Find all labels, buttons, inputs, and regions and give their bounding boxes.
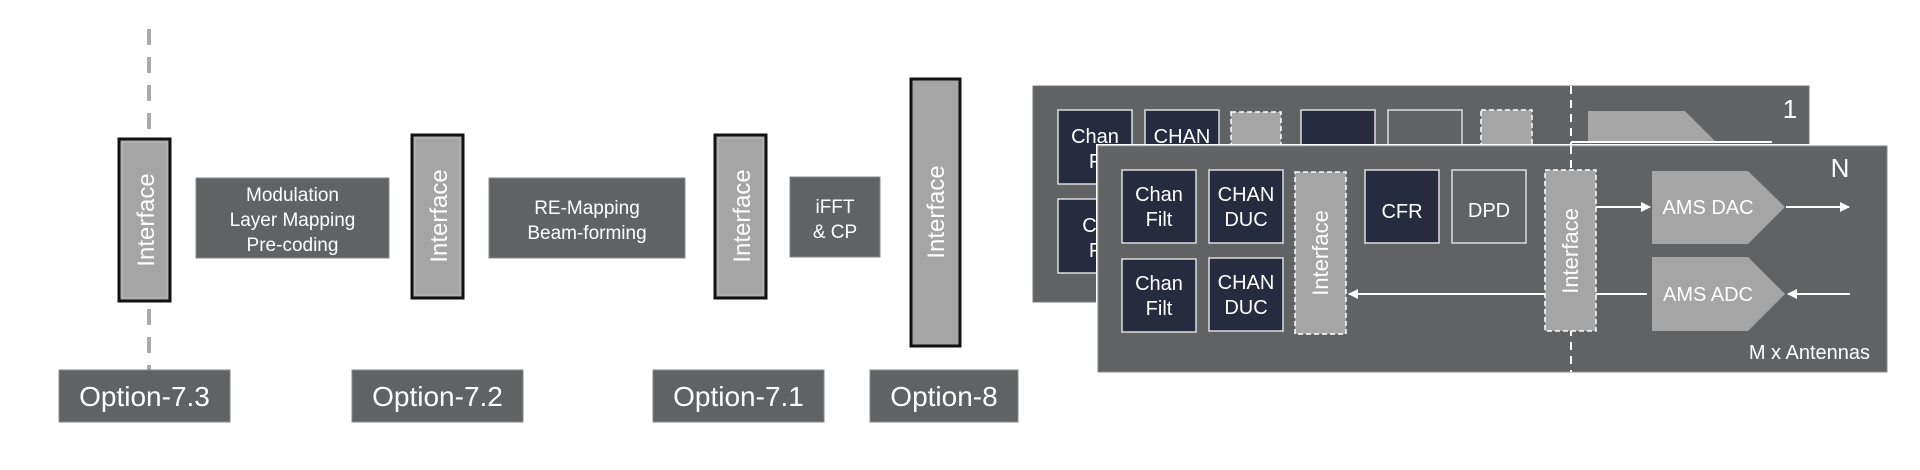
interface-label: Interface xyxy=(426,169,453,262)
interface-label: Interface xyxy=(133,173,160,266)
interface-block-8: Interface xyxy=(909,77,962,348)
option-label-text: Option-7.3 xyxy=(79,381,210,412)
option-label-7-1: Option-7.1 xyxy=(652,369,825,423)
back-dac-shape xyxy=(1588,111,1716,142)
box-text: CHAN xyxy=(1154,126,1211,148)
option-label-7-2: Option-7.2 xyxy=(351,369,524,423)
ams-adc-block: AMS ADC xyxy=(1652,257,1785,331)
interface-label: Interface xyxy=(729,169,756,262)
box-text: Filt xyxy=(1146,298,1173,320)
dpd-box: DPD xyxy=(1451,169,1527,244)
ams-dac-block: AMS DAC xyxy=(1652,171,1785,244)
chan-filt-box-1: Chan Filt xyxy=(1121,169,1197,244)
interface-block-front-1: Interface xyxy=(1294,171,1347,335)
box-text: Chan xyxy=(1135,273,1183,295)
interface-block-front-2: Interface xyxy=(1544,169,1597,332)
box-text: Chan xyxy=(1135,184,1183,206)
back-panel-index: 1 xyxy=(1783,94,1797,124)
block-line: iFFT xyxy=(815,197,854,218)
box-text: Chan xyxy=(1071,126,1119,148)
interface-block-7-2: Interface xyxy=(410,133,465,300)
box-text: DPD xyxy=(1468,200,1510,222)
interface-label: Interface xyxy=(1308,210,1333,296)
chan-filt-box-2: Chan Filt xyxy=(1121,258,1197,333)
box-text: DUC xyxy=(1224,209,1267,231)
radio-panel-front: Chan Filt CHAN DUC Chan Filt CHAN DUC In… xyxy=(1096,144,1889,374)
block-line: Pre-coding xyxy=(247,235,339,256)
front-panel-index: N xyxy=(1831,153,1850,183)
cfr-box: CFR xyxy=(1364,169,1440,244)
re-mapping-block: RE-Mapping Beam-forming xyxy=(488,177,686,259)
box-text: CHAN xyxy=(1218,272,1275,294)
block-line: Beam-forming xyxy=(527,223,646,244)
option-label-7-3: Option-7.3 xyxy=(58,369,231,423)
interface-block-7-3: Interface xyxy=(117,137,172,303)
option-label-text: Option-7.1 xyxy=(673,381,804,412)
block-line: Layer Mapping xyxy=(230,210,356,231)
interface-block-7-1: Interface xyxy=(713,133,768,300)
box-text: CHAN xyxy=(1218,184,1275,206)
block-line: & CP xyxy=(813,222,857,243)
chan-duc-box-1: CHAN DUC xyxy=(1208,169,1284,244)
block-line: RE-Mapping xyxy=(534,198,640,219)
ifft-cp-block: iFFT & CP xyxy=(789,176,881,258)
box-text: DUC xyxy=(1224,297,1267,319)
interface-label: Interface xyxy=(1558,208,1583,294)
option-label-text: Option-8 xyxy=(890,381,997,412)
antennas-label: M x Antennas xyxy=(1749,342,1870,364)
box-text: AMS ADC xyxy=(1663,284,1753,306)
modulation-block: Modulation Layer Mapping Pre-coding xyxy=(195,177,390,259)
block-line: Modulation xyxy=(246,185,339,206)
option-label-text: Option-7.2 xyxy=(372,381,503,412)
interface-label: Interface xyxy=(923,165,950,258)
box-text: AMS DAC xyxy=(1662,197,1753,219)
chan-duc-box-2: CHAN DUC xyxy=(1208,257,1284,332)
option-label-8: Option-8 xyxy=(869,369,1019,423)
box-text: CFR xyxy=(1381,201,1422,223)
box-text: Filt xyxy=(1146,209,1173,231)
